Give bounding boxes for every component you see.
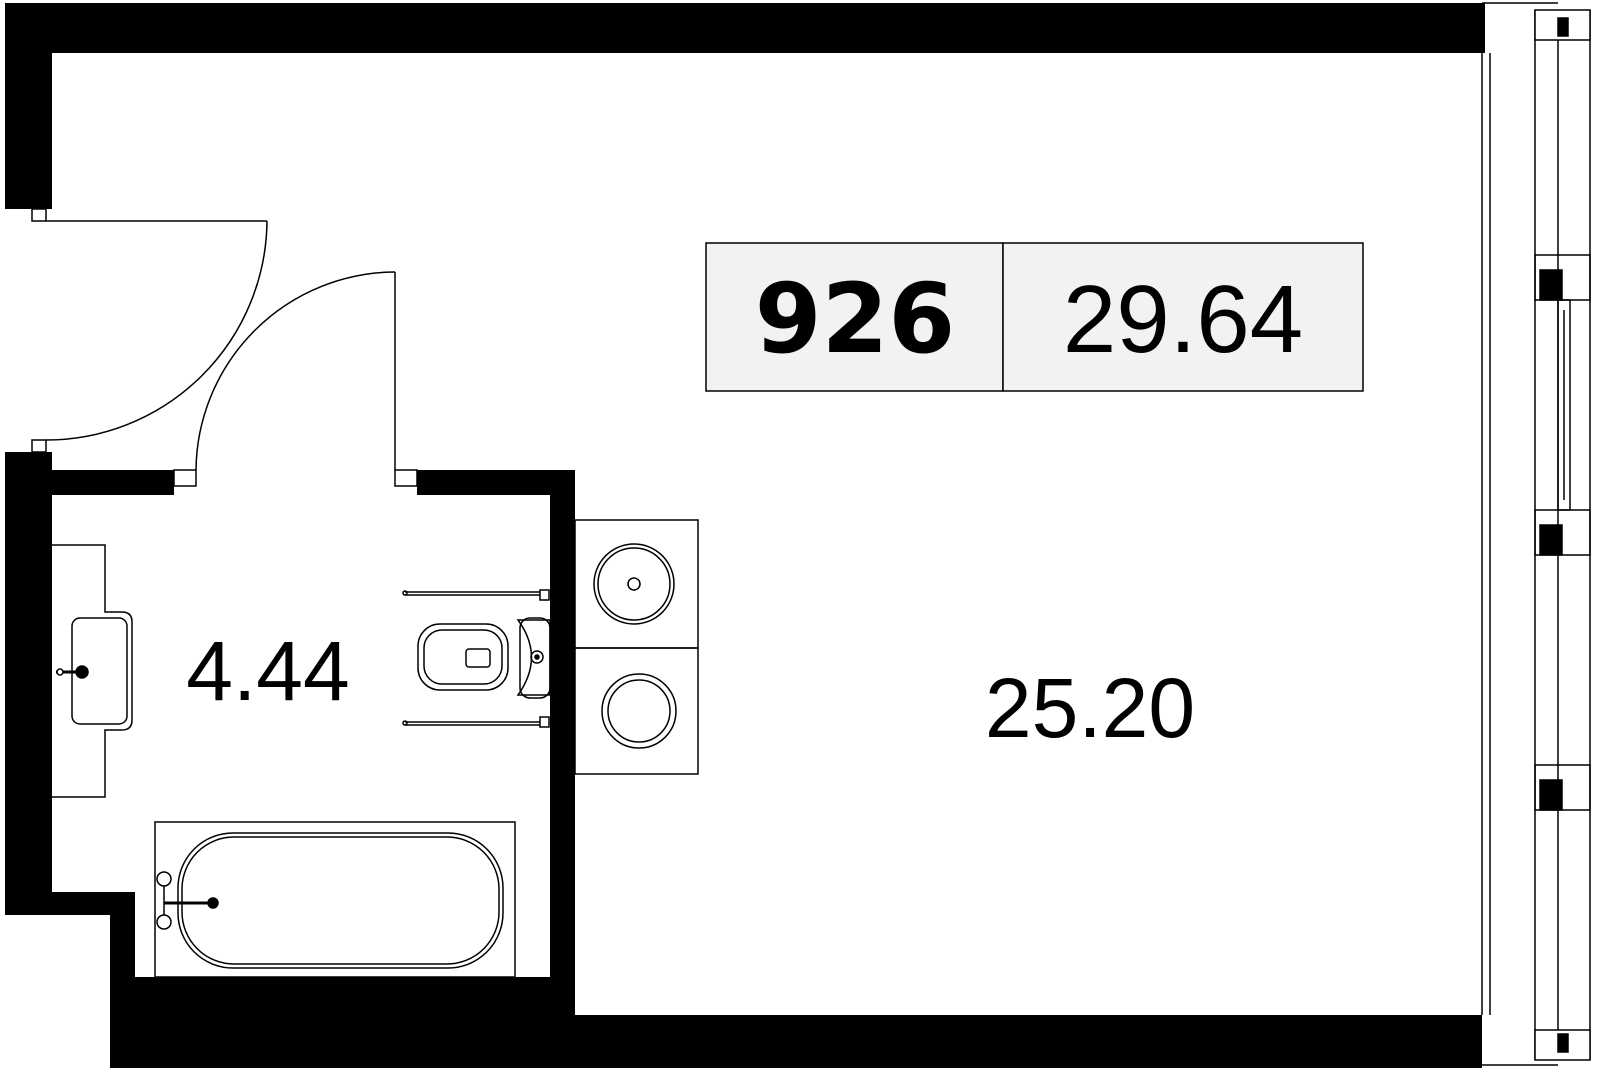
mullion-1 xyxy=(1539,269,1563,301)
bathroom-door-jamb-right xyxy=(394,469,418,487)
wall-top xyxy=(5,3,1485,53)
wall-bathroom-top-left xyxy=(52,470,174,495)
bathroom-area: 4.44 xyxy=(186,624,350,718)
wall-bathroom-right xyxy=(550,470,575,1068)
cooktop-icon xyxy=(574,519,699,775)
area-label-box: 926 29.64 xyxy=(705,242,1364,392)
apartment-number: 926 xyxy=(755,263,955,375)
wall-bathroom-step xyxy=(5,452,555,1068)
wall-left-upper xyxy=(5,3,52,209)
entry-door[interactable] xyxy=(31,208,268,453)
bathtub-icon xyxy=(154,821,516,978)
entry-door-swing xyxy=(45,220,268,441)
entry-door-jamb-top xyxy=(31,208,47,222)
mullion-3 xyxy=(1539,779,1563,811)
exterior-walls xyxy=(5,3,1485,1068)
bathroom-door-jamb-left xyxy=(173,469,197,487)
bathroom-door[interactable] xyxy=(173,271,418,487)
wall-bottom xyxy=(552,1015,1482,1068)
label-box-number xyxy=(705,242,1004,392)
entry-door-jamb-bottom xyxy=(31,439,47,453)
wall-bathroom-bottom xyxy=(110,977,575,1002)
window-sash[interactable] xyxy=(1557,299,1571,511)
window-mullions xyxy=(1534,254,1591,811)
bathroom-door-swing xyxy=(195,271,396,471)
window-wall xyxy=(1481,2,1591,1066)
interior-walls xyxy=(52,470,575,1068)
toilet-icon xyxy=(402,589,551,728)
sink-icon xyxy=(52,544,133,798)
label-box-area xyxy=(1002,242,1364,392)
total-area: 29.64 xyxy=(1063,266,1303,373)
wall-step-inner xyxy=(110,892,135,1002)
mullion-2 xyxy=(1539,524,1563,556)
wall-bathroom-top-right xyxy=(417,470,575,495)
living-room-area: 25.20 xyxy=(985,661,1195,755)
